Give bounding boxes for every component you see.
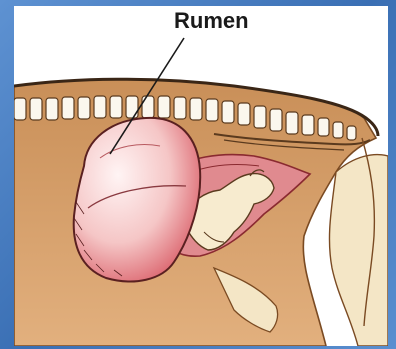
rumen-label: Rumen bbox=[174, 8, 249, 34]
illustration-panel: Rumen bbox=[14, 6, 388, 346]
hind-leg bbox=[329, 155, 388, 346]
cow-cross-section bbox=[14, 6, 388, 346]
